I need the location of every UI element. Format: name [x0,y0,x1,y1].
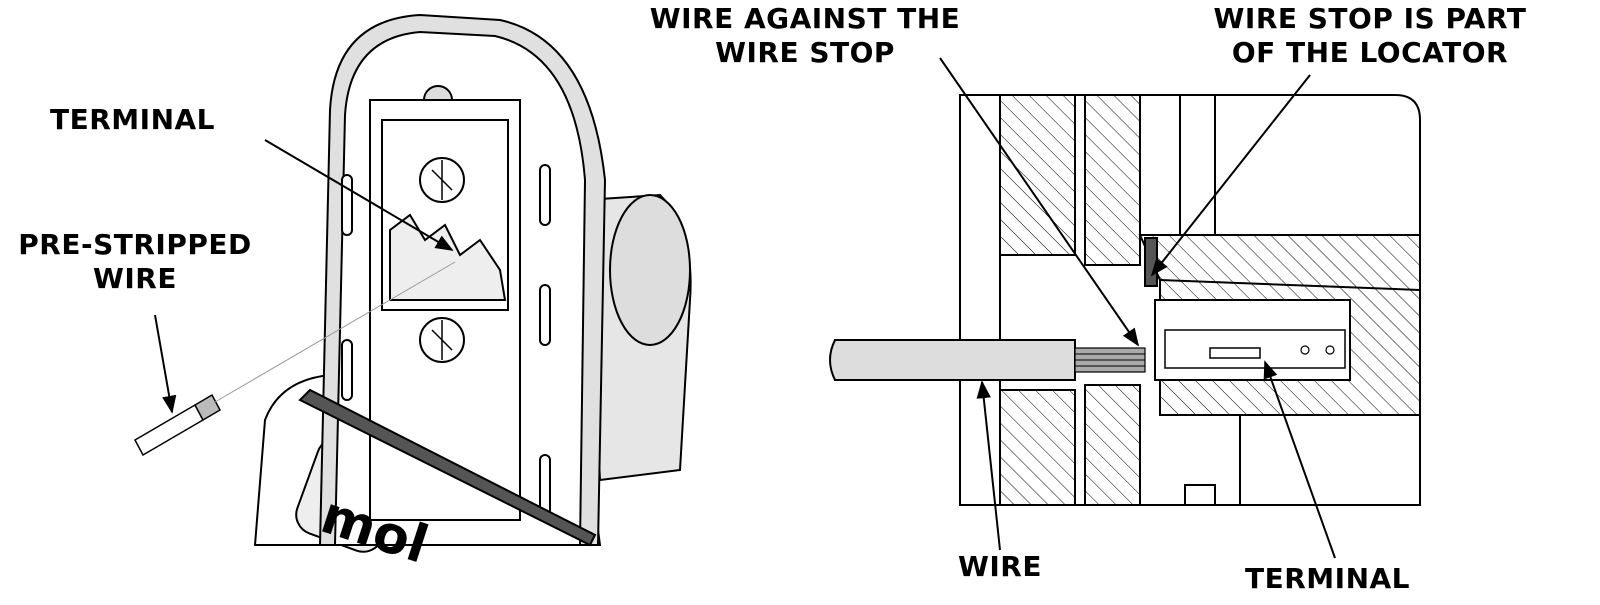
label-line: WIRE STOP [715,36,895,69]
cross-section-illustration [829,94,1421,506]
label-terminal-left: TERMINAL [50,103,216,136]
label-wire: WIRE [958,550,1042,583]
label-line: OF THE LOCATOR [1231,36,1509,69]
label-line: WIRE AGAINST THE [649,2,961,35]
label-wire-against-stop: WIRE AGAINST THE WIRE STOP [620,2,990,70]
arrow-terminal-right [1263,360,1336,559]
arrow-pre-stripped [154,314,177,414]
arrow-terminal-left [264,139,454,251]
label-line: WIRE [93,262,177,295]
label-line: WIRE STOP IS PART [1213,2,1527,35]
label-terminal-right: TERMINAL [1245,562,1411,595]
wire-stop [1144,237,1158,287]
arrow-wire-stop [1150,74,1311,277]
arrow-wire-against [939,57,1140,347]
leader-arrows [154,57,1336,559]
arrow-wire [976,380,1001,551]
wire-insulation [829,339,1076,381]
tool-grey-band [298,388,597,547]
pre-stripped-wire-illustration [133,261,456,457]
label-line: PRE-STRIPPED [18,228,252,261]
label-pre-stripped-wire: PRE-STRIPPED WIRE [0,228,270,296]
crimp-tool-illustration: mol [253,13,692,576]
label-wire-stop-locator: WIRE STOP IS PART OF THE LOCATOR [1190,2,1550,70]
terminal-outline [1164,329,1346,369]
